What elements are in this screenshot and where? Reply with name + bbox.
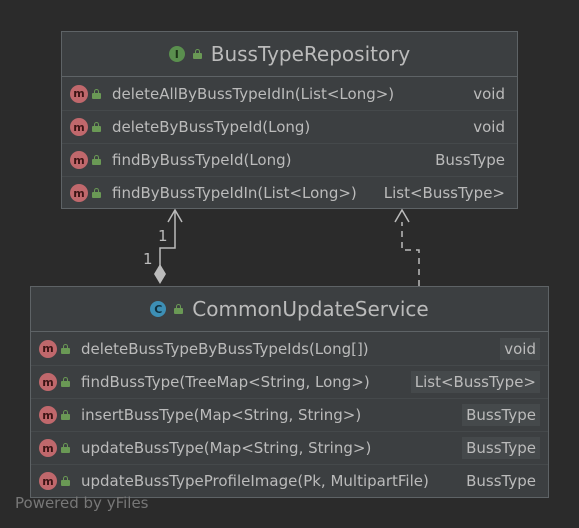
method-icon: m bbox=[39, 439, 57, 457]
method-signature: updateBussType(Map<String, String>) bbox=[81, 439, 372, 457]
public-visibility-icon bbox=[92, 88, 102, 99]
method-icon: m bbox=[39, 406, 57, 424]
class-icon: C bbox=[150, 301, 167, 317]
method-return-type: BussType bbox=[435, 151, 505, 169]
method-icon: m bbox=[70, 184, 88, 202]
method-signature: deleteBussTypeByBussTypeIds(Long[]) bbox=[81, 339, 369, 358]
realization-arrowhead bbox=[394, 208, 410, 223]
method-return-type: BussType bbox=[466, 472, 536, 490]
interface-header: I BussTypeRepository bbox=[62, 32, 517, 77]
method-icon: m bbox=[70, 151, 88, 169]
method-row[interactable]: m deleteAllByBussTypeIdIn(List<Long>) vo… bbox=[62, 77, 517, 110]
method-signature: findByBussTypeIdIn(List<Long>) bbox=[112, 184, 357, 202]
association-arrowhead bbox=[167, 208, 183, 223]
association-target-multiplicity: 1 bbox=[158, 227, 168, 245]
method-row[interactable]: m insertBussType(Map<String, String>) Bu… bbox=[31, 398, 548, 431]
interface-method-list: m deleteAllByBussTypeIdIn(List<Long>) vo… bbox=[62, 77, 517, 209]
realization-edge bbox=[401, 222, 420, 286]
footer-attribution: Powered by yFiles bbox=[15, 494, 149, 512]
class-name: CommonUpdateService bbox=[192, 297, 429, 321]
method-return-type: List<BussType> bbox=[383, 184, 505, 202]
public-visibility-icon bbox=[61, 443, 71, 453]
interface-node[interactable]: I BussTypeRepository m deleteAllByBussTy… bbox=[61, 31, 518, 209]
method-row[interactable]: m deleteByBussTypeId(Long) void bbox=[62, 110, 517, 143]
method-return-type: void bbox=[500, 337, 540, 360]
method-return-type: BussType bbox=[462, 437, 540, 459]
method-icon: m bbox=[70, 84, 88, 103]
aggregation-diamond bbox=[154, 264, 166, 284]
class-header: C CommonUpdateService bbox=[31, 287, 548, 332]
class-method-list: m deleteBussTypeByBussTypeIds(Long[]) vo… bbox=[31, 332, 548, 497]
association-edge bbox=[159, 210, 176, 266]
method-icon: m bbox=[39, 472, 57, 490]
class-node[interactable]: C CommonUpdateService m deleteBussTypeBy… bbox=[30, 286, 549, 498]
method-row[interactable]: m findByBussTypeIdIn(List<Long>) List<Bu… bbox=[62, 176, 517, 209]
method-signature: findByBussTypeId(Long) bbox=[112, 151, 292, 169]
public-visibility-icon bbox=[61, 410, 71, 420]
method-icon: m bbox=[70, 118, 88, 136]
method-return-type: void bbox=[473, 118, 505, 136]
method-row[interactable]: m deleteBussTypeByBussTypeIds(Long[]) vo… bbox=[31, 332, 548, 365]
interface-icon: I bbox=[168, 46, 185, 62]
method-icon: m bbox=[39, 373, 57, 391]
public-visibility-icon bbox=[61, 377, 71, 387]
association-source-multiplicity: 1 bbox=[143, 250, 153, 268]
interface-name: BussTypeRepository bbox=[210, 42, 411, 66]
method-signature: deleteByBussTypeId(Long) bbox=[112, 118, 311, 136]
method-row[interactable]: m findBussType(TreeMap<String, Long>) Li… bbox=[31, 365, 548, 398]
method-signature: findBussType(TreeMap<String, Long>) bbox=[81, 373, 370, 391]
method-signature: updateBussTypeProfileImage(Pk, Multipart… bbox=[81, 472, 429, 490]
method-row[interactable]: m updateBussType(Map<String, String>) Bu… bbox=[31, 431, 548, 464]
method-signature: insertBussType(Map<String, String>) bbox=[81, 406, 362, 424]
method-row[interactable]: m findByBussTypeId(Long) BussType bbox=[62, 143, 517, 176]
method-row[interactable]: m updateBussTypeProfileImage(Pk, Multipa… bbox=[31, 464, 548, 497]
public-visibility-icon bbox=[61, 343, 71, 354]
method-return-type: void bbox=[473, 84, 505, 103]
public-visibility-icon bbox=[174, 304, 184, 314]
public-visibility-icon bbox=[92, 122, 102, 132]
method-return-type: BussType bbox=[462, 404, 540, 426]
method-return-type: List<BussType> bbox=[410, 371, 540, 393]
public-visibility-icon bbox=[192, 49, 203, 59]
public-visibility-icon bbox=[61, 476, 71, 486]
method-signature: deleteAllByBussTypeIdIn(List<Long>) bbox=[112, 84, 395, 103]
public-visibility-icon bbox=[92, 188, 102, 198]
method-icon: m bbox=[39, 339, 57, 358]
public-visibility-icon bbox=[92, 155, 102, 165]
